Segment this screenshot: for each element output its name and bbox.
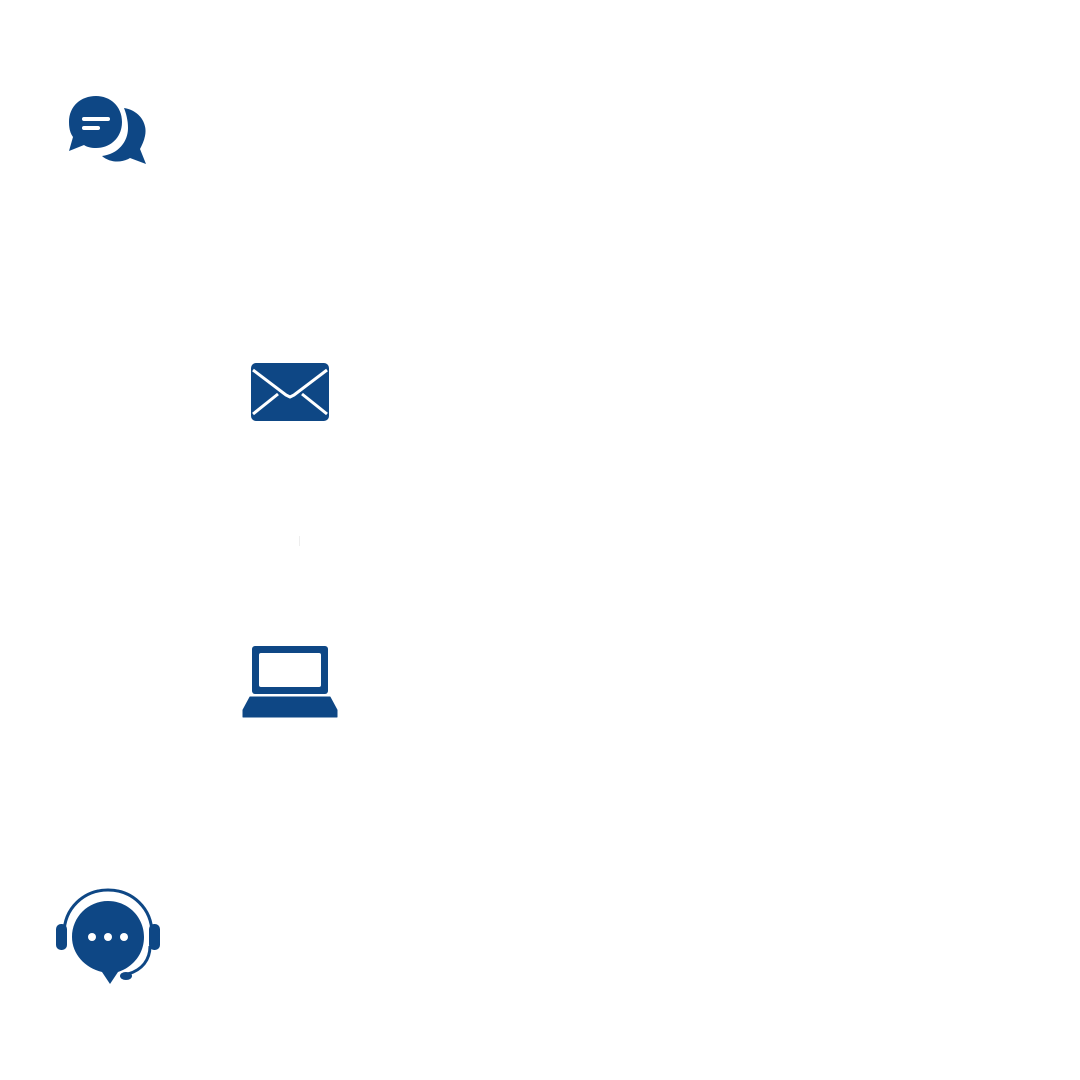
chat-bubbles-icon	[66, 94, 150, 166]
laptop-icon	[242, 645, 338, 721]
envelope-icon	[250, 362, 330, 422]
headset-support-icon	[54, 888, 162, 988]
divider-mark	[299, 536, 300, 546]
